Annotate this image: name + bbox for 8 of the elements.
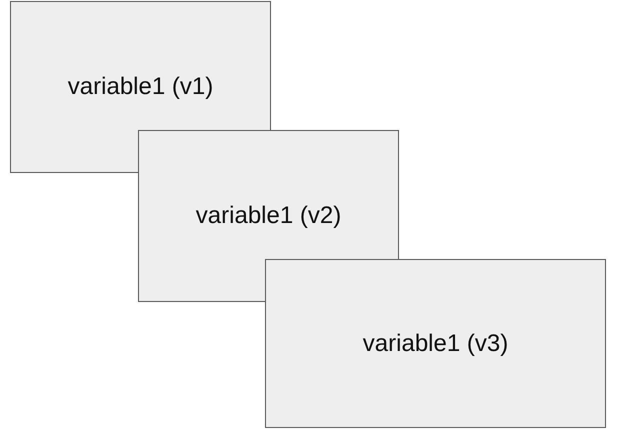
box-label: variable1 (v3): [362, 329, 508, 359]
variable-box: [265, 259, 606, 428]
box-label: variable1 (v1): [68, 72, 214, 102]
box-label: variable1 (v2): [196, 201, 342, 231]
variable-box: [138, 260, 266, 302]
variable-box: [10, 1, 271, 131]
variable-box: [138, 130, 399, 260]
variable-box: [10, 131, 139, 173]
